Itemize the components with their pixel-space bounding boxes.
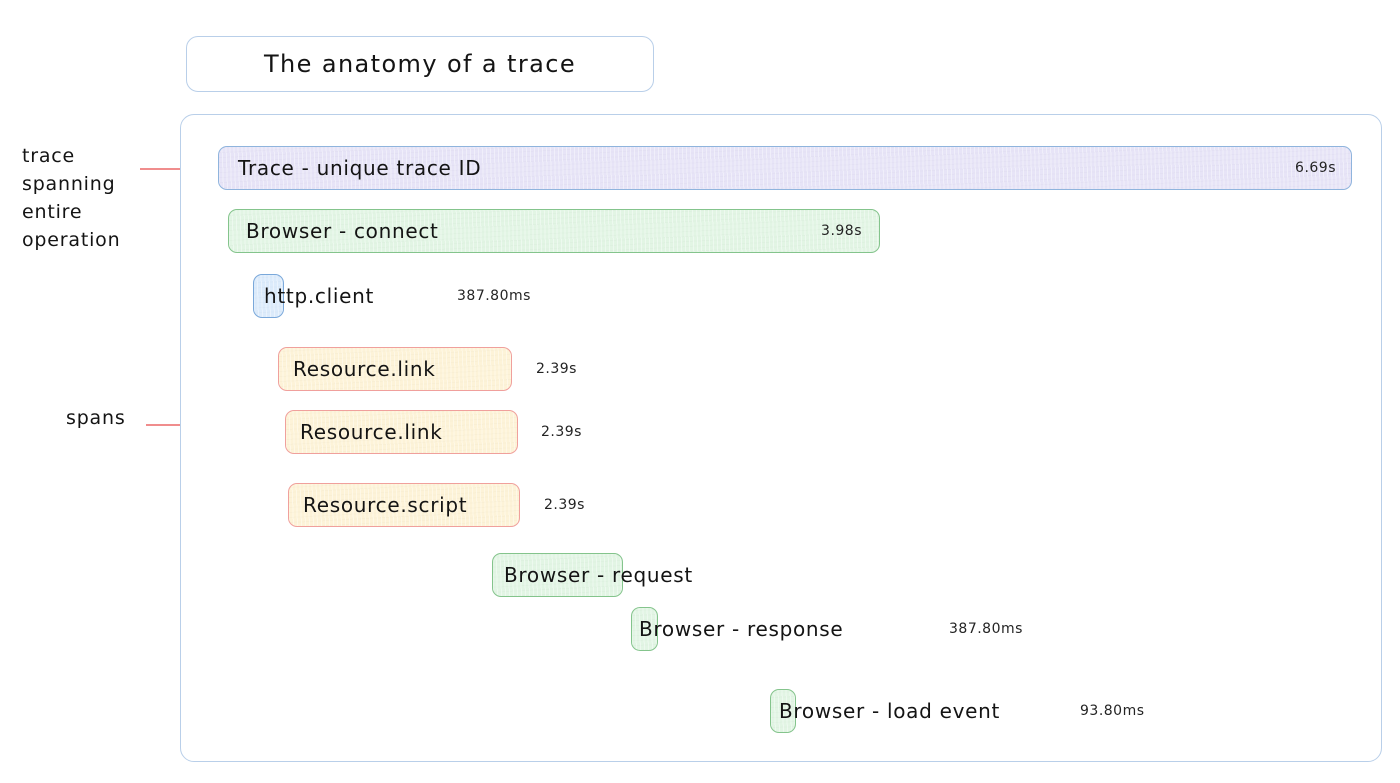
span-bar-browser-connect[interactable]: [228, 209, 880, 253]
span-bar-browser-load-event[interactable]: [770, 689, 796, 733]
span-bar-trace[interactable]: [218, 146, 1352, 190]
annotation-trace-label: trace spanning entire operation: [22, 145, 121, 251]
span-duration: 387.80ms: [457, 288, 531, 304]
span-duration: 387.80ms: [949, 621, 1023, 637]
span-row[interactable]: Browser - request: [492, 553, 892, 597]
span-bar-resource-link[interactable]: [285, 410, 518, 454]
span-label: Browser - connect: [246, 219, 439, 243]
span-label: Trace - unique trace ID: [238, 156, 482, 180]
span-label: Resource.link: [293, 357, 436, 381]
span-duration: 2.39s: [541, 424, 582, 440]
span-row[interactable]: Browser - response 387.80ms: [631, 607, 1091, 651]
span-label: Resource.script: [303, 493, 468, 517]
span-bar-browser-request[interactable]: [492, 553, 623, 597]
span-duration: 93.80ms: [1080, 703, 1145, 719]
annotation-spans-label: spans: [66, 407, 126, 429]
span-row[interactable]: Browser - connect 3.98s: [228, 209, 880, 253]
span-label: Resource.link: [300, 420, 443, 444]
span-duration: 6.69s: [1295, 160, 1336, 176]
span-label: http.client: [264, 284, 375, 308]
span-row[interactable]: Trace - unique trace ID 6.69s: [218, 146, 1352, 190]
span-bar-resource-script[interactable]: [288, 483, 520, 527]
span-bar-http-client[interactable]: [253, 274, 284, 318]
span-row[interactable]: Browser - load event 93.80ms: [770, 689, 1190, 733]
span-duration: 2.39s: [536, 361, 577, 377]
span-row[interactable]: Resource.script 2.39s: [288, 483, 888, 527]
annotation-trace-leader-line: [140, 168, 202, 170]
span-row[interactable]: http.client 387.80ms: [253, 274, 853, 318]
span-duration: 2.39s: [544, 497, 585, 513]
diagram-title-box: The anatomy of a trace: [186, 36, 654, 92]
page-title: The anatomy of a trace: [263, 50, 577, 78]
span-bar-resource-link[interactable]: [278, 347, 512, 391]
span-duration: 3.98s: [821, 223, 862, 239]
span-label: Browser - load event: [779, 699, 1001, 723]
span-row[interactable]: Resource.link 2.39s: [278, 347, 878, 391]
span-label: Browser - request: [504, 563, 693, 587]
span-row[interactable]: Resource.link 2.39s: [285, 410, 885, 454]
span-bar-browser-response[interactable]: [631, 607, 658, 651]
annotation-spans-leader-line: [146, 424, 208, 426]
span-label: Browser - response: [639, 617, 844, 641]
